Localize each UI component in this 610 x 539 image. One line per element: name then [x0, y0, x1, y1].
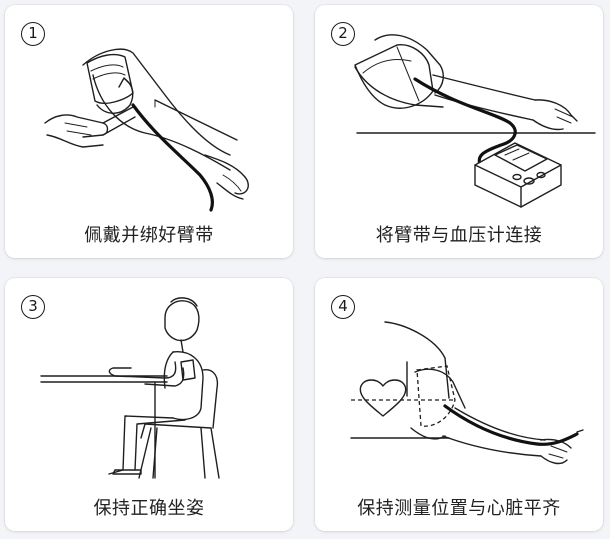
step-card-4: 4 保持测量位置与心脏平齐 — [315, 278, 603, 531]
illustration-wrap-cuff — [5, 5, 293, 215]
step-number-badge: 3 — [21, 295, 45, 319]
step-caption: 保持测量位置与心脏平齐 — [315, 494, 603, 520]
step-card-3: 3 保持正确坐姿 — [5, 278, 293, 531]
step-number-badge: 4 — [331, 295, 355, 319]
step-caption: 保持正确坐姿 — [5, 494, 293, 520]
heart-icon — [360, 380, 405, 416]
step-card-2: 2 将臂带与血压计连接 — [315, 5, 603, 258]
illustration-connect-cuff — [315, 5, 603, 215]
illustration-sitting-posture — [5, 278, 293, 488]
step-caption: 佩戴并绑好臂带 — [5, 221, 293, 247]
illustration-heart-level — [315, 278, 603, 488]
step-number-badge: 2 — [331, 22, 355, 46]
step-card-1: 1 佩戴并绑好臂带 — [5, 5, 293, 258]
step-caption: 将臂带与血压计连接 — [315, 221, 603, 247]
step-number-badge: 1 — [21, 22, 45, 46]
